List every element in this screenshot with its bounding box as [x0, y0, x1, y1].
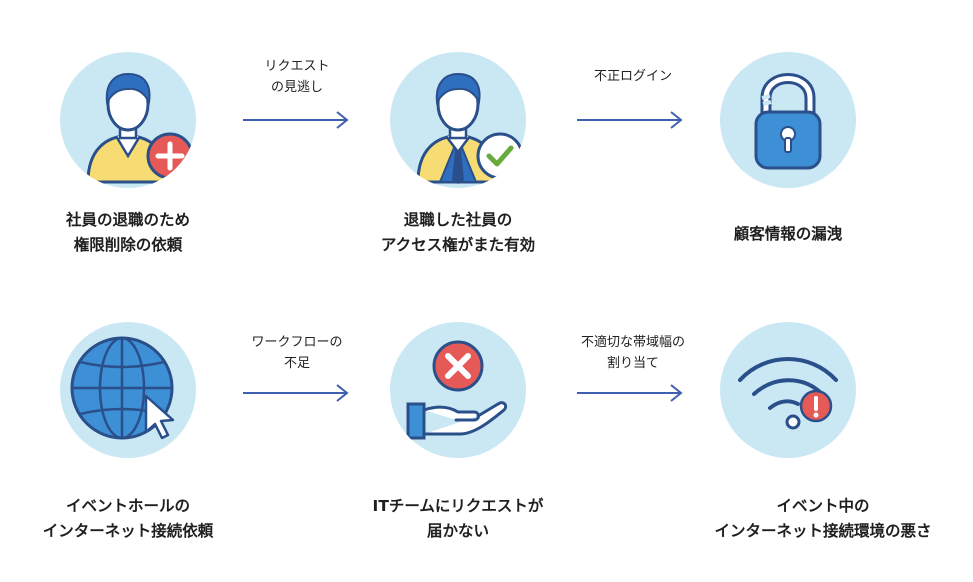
arrow-right-icon	[577, 384, 683, 402]
hand-cross-icon	[406, 340, 508, 440]
edge-label-line: 不適切な帯域幅の	[580, 335, 685, 350]
user-approved-icon	[416, 72, 524, 184]
caption-line: インターネット接続依頼	[42, 522, 214, 540]
node-request-revoke-caption: 社員の退職のため 権限削除の依頼	[8, 208, 248, 258]
caption-line: インターネット接続環境の悪さ	[714, 522, 932, 540]
node-poor-connection-caption: イベント中の インターネット接続環境の悪さ	[688, 494, 958, 544]
caption-line: 退職した社員の	[403, 211, 513, 229]
wifi-warning-icon	[738, 357, 838, 430]
edge-lacking-workflow-label: ワークフローの 不足	[222, 332, 372, 374]
node-request-not-reached-caption: ITチームにリクエストが 届かない	[338, 494, 578, 544]
caption-line: イベントホールの	[65, 497, 190, 515]
globe-cursor-icon	[70, 336, 175, 440]
node-poor-connection-circle	[720, 322, 856, 458]
caption-line: 権限削除の依頼	[73, 236, 183, 254]
caption-line: ITチームにリクエストが	[372, 497, 544, 515]
node-data-leak-circle	[720, 52, 856, 188]
node-request-not-reached-circle	[390, 322, 526, 458]
caption-line: 社員の退職のため	[65, 211, 190, 229]
node-request-revoke-circle	[60, 52, 196, 188]
edge-label-line: の見逃し	[270, 80, 323, 95]
edge-label-line: リクエスト	[264, 59, 330, 74]
edge-label-line: 割り当て	[606, 356, 659, 371]
node-event-internet-request-caption: イベントホールの インターネット接続依頼	[8, 494, 248, 544]
edge-unauthorized-login-label: 不正ログイン	[558, 66, 708, 87]
caption-line: 顧客情報の漏洩	[733, 225, 843, 243]
unlocked-padlock-icon	[754, 73, 822, 170]
caption-line: アクセス権がまた有効	[380, 236, 536, 254]
node-access-valid-caption: 退職した社員の アクセス権がまた有効	[338, 208, 578, 258]
node-data-leak-caption: 顧客情報の漏洩	[668, 222, 908, 247]
arrow-right-icon	[243, 384, 349, 402]
arrow-right-icon	[243, 111, 349, 129]
edge-label-line: 不正ログイン	[593, 69, 672, 84]
node-access-valid-circle	[390, 52, 526, 188]
edge-label-line: ワークフローの	[251, 335, 343, 350]
edge-bandwidth-allocation-label: 不適切な帯域幅の 割り当て	[558, 332, 708, 374]
node-event-internet-request-circle	[60, 322, 196, 458]
arrow-right-icon	[577, 111, 683, 129]
user-add-icon	[86, 72, 194, 184]
caption-line: イベント中の	[776, 497, 870, 515]
caption-line: 届かない	[426, 522, 489, 540]
edge-missed-request-label: リクエスト の見逃し	[222, 56, 372, 98]
edge-label-line: 不足	[283, 356, 310, 371]
